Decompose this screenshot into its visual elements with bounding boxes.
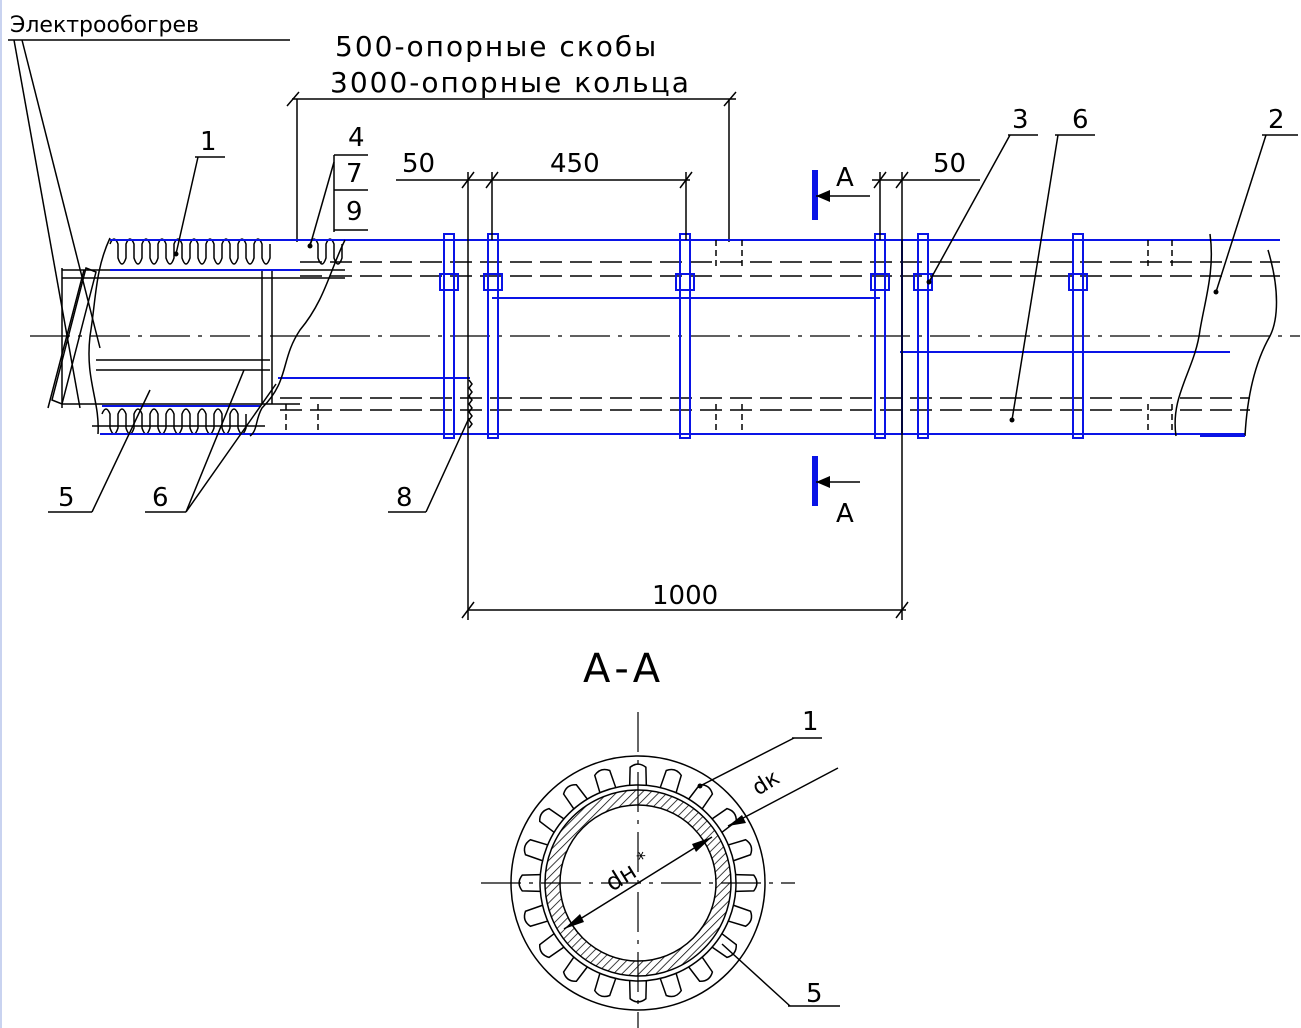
section-pos-5-leader — [721, 943, 791, 1007]
heater-loop — [523, 838, 548, 862]
heating-label: Электрообогрев — [10, 13, 199, 38]
cut-label-top: А — [836, 163, 854, 193]
cut-arrowhead-top — [816, 190, 830, 202]
heating-leader-2 — [21, 39, 101, 349]
section-pipe-inner — [559, 804, 717, 962]
pos-6-left-leader-1 — [185, 369, 245, 513]
cut-marker-top — [812, 170, 818, 220]
section-pos-1-label: 1 — [802, 707, 819, 737]
heater-loop — [523, 904, 548, 928]
weld-seam — [468, 379, 473, 429]
note-rings: 3000-опорные кольца — [330, 66, 691, 99]
support-clamp-6 — [1068, 233, 1088, 439]
section-pos-5-label: 5 — [806, 979, 823, 1009]
dim-tick-notes-left — [286, 91, 300, 107]
section-pipe-outer — [544, 789, 732, 977]
pos-3-leader — [928, 134, 1011, 283]
section-heater-loops — [518, 763, 758, 1003]
dim-50-left: 50 — [402, 149, 435, 179]
pos-1-dot — [173, 251, 179, 257]
pos-5-label: 5 — [58, 483, 75, 513]
heater-loop — [562, 956, 588, 983]
pos-4-label: 4 — [348, 123, 365, 153]
pos-2-label: 2 — [1268, 105, 1285, 135]
pos-6-right-dot — [1009, 417, 1015, 423]
dim-dn-arrow-2 — [692, 837, 712, 852]
section-heater-contact — [539, 784, 737, 982]
support-clamp-3 — [675, 233, 695, 439]
heater-loop — [538, 807, 565, 833]
heating-leader-1 — [13, 39, 81, 409]
pipe-wavy-break-left — [88, 237, 111, 435]
pos-4-dot — [307, 243, 313, 249]
pos-2-leader — [1215, 134, 1267, 293]
break-line-left — [47, 269, 85, 409]
pos-2-dot — [1213, 289, 1219, 295]
pos-7-label: 7 — [346, 159, 363, 189]
pos-1-leader — [175, 156, 199, 255]
dim-dn-arrow-1 — [564, 914, 584, 929]
dim-dn-line — [563, 836, 713, 930]
cut-arrowhead-bottom — [816, 476, 830, 488]
heater-loop — [538, 933, 565, 959]
pipe-wavy-break-mid — [249, 239, 346, 437]
pos-6-right-leader — [1011, 134, 1059, 421]
dim-450: 450 — [550, 149, 600, 179]
pos-1-label: 1 — [200, 127, 217, 157]
support-clamp-5 — [913, 233, 933, 439]
heater-loop — [711, 807, 738, 833]
pos-3-label: 3 — [1012, 105, 1029, 135]
heater-loop — [711, 933, 738, 959]
section-pos-1-leader — [699, 737, 795, 787]
heater-loop — [628, 980, 648, 1003]
heater-loop — [562, 783, 588, 810]
heater-coil-top — [109, 238, 343, 265]
dim-dk-label: dк — [748, 765, 784, 801]
pos-8-label: 8 — [396, 483, 413, 513]
cut-label-bottom: А — [836, 499, 854, 529]
dim-1000: 1000 — [652, 581, 718, 611]
pipe-wavy-break-right-2 — [1244, 249, 1278, 437]
pos-6-left-label: 6 — [152, 483, 169, 513]
note-brackets: 500-опорные скобы — [335, 30, 658, 63]
heater-loop — [688, 956, 714, 983]
support-clamp-1 — [439, 233, 459, 439]
heater-loop — [728, 838, 753, 862]
heater-loop — [735, 873, 758, 893]
section-outer-cover — [510, 755, 766, 1011]
dim-tick-1000-right — [895, 601, 909, 619]
heater-coil-bottom — [101, 408, 247, 435]
pos-6-right-label: 6 — [1072, 105, 1089, 135]
cut-marker-bottom — [812, 456, 818, 506]
heater-loop — [728, 904, 753, 928]
section-view: dн * dк 1 5 — [481, 707, 840, 1028]
pos-9-label: 9 — [346, 197, 363, 227]
heater-loop — [593, 768, 617, 793]
section-pos-1-dot — [697, 783, 703, 789]
heater-loop — [593, 973, 617, 998]
pipe-wavy-break-right-1 — [1174, 233, 1213, 437]
dim-tick-notes-right — [723, 91, 737, 107]
pos-3-dot — [926, 279, 932, 285]
dim-50-right: 50 — [933, 149, 966, 179]
pos-8-leader — [425, 417, 470, 513]
pos-6-left-leader-2 — [185, 383, 277, 513]
pos-4-leader — [309, 161, 335, 247]
dim-tick-1000-left — [461, 601, 475, 619]
section-title: А-А — [583, 646, 664, 692]
heater-loop — [628, 763, 648, 786]
dim-dk-arrow — [728, 815, 746, 826]
heater-loop — [518, 873, 541, 893]
heater-loop — [659, 768, 683, 793]
dim-dk-line — [727, 767, 839, 827]
support-clamp-2 — [483, 233, 503, 439]
heater-loop — [659, 973, 683, 998]
pos-5-leader — [91, 389, 151, 513]
